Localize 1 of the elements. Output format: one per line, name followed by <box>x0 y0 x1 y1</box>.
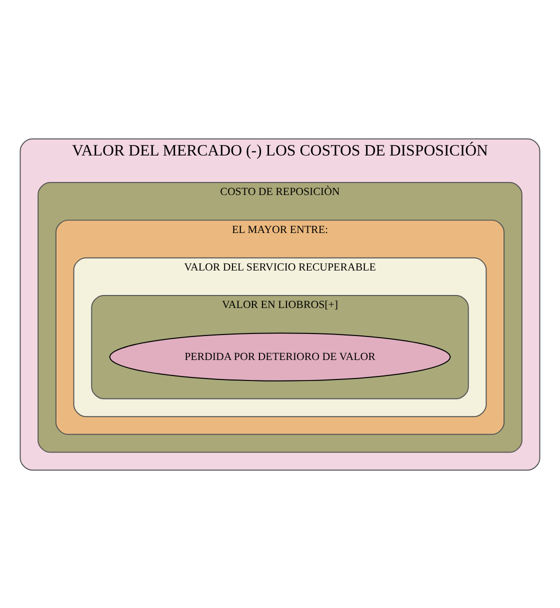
node-ellipse: PERDIDA POR DETERIORO DE VALOR <box>109 332 451 381</box>
